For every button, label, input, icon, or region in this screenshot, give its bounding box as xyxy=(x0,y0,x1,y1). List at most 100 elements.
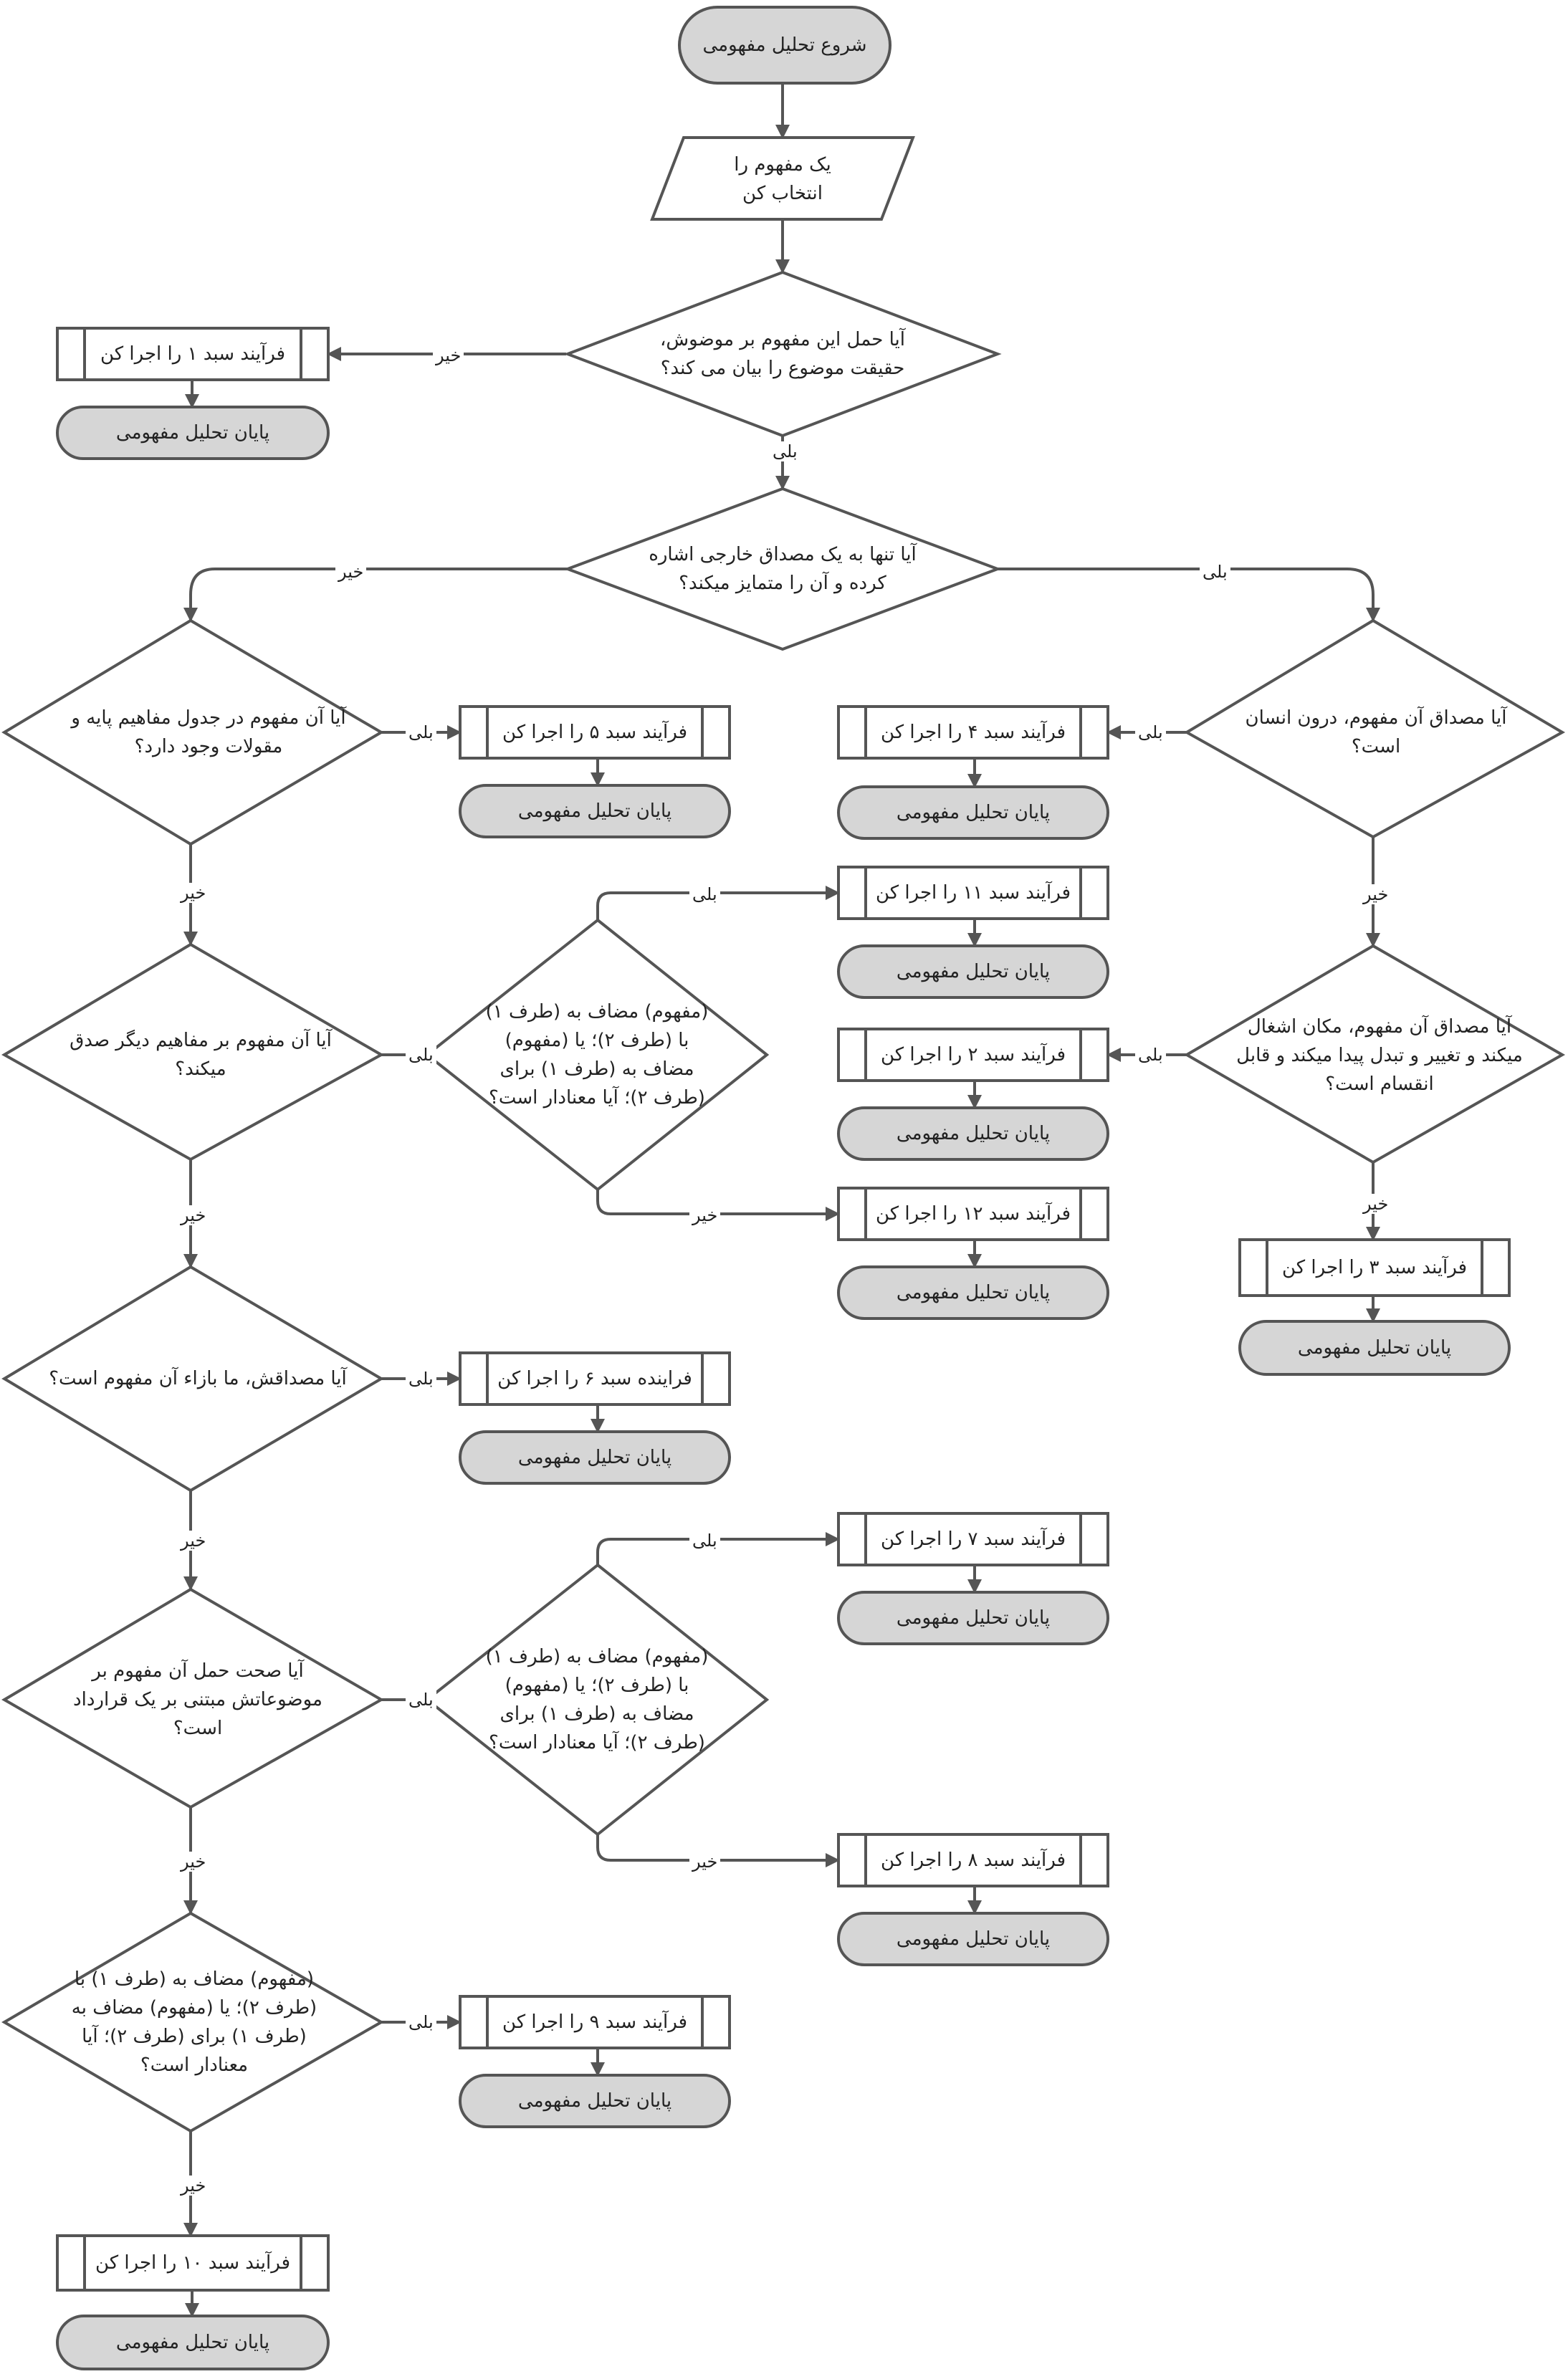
decision-q3: آیا مصداق آن مفهوم، درون انسان است؟ xyxy=(1245,707,1507,757)
p6-process-shape xyxy=(459,1351,731,1406)
start-terminal: شروع تحلیل مفهومی xyxy=(702,34,867,56)
end-terminal-8: پایان تحلیل مفهومی xyxy=(896,1928,1051,1950)
edge-label-no-q10: خیر xyxy=(689,1852,721,1872)
q3-decision-shape xyxy=(1184,618,1566,839)
p7-process-shape xyxy=(837,1512,1109,1566)
q5-decision-shape xyxy=(1,618,384,846)
decision-q10: (مفهوم) مضاف به (طرف ۱) با (طرف ۲)؛ یا (… xyxy=(485,1646,709,1753)
p12-process-shape xyxy=(837,1187,1109,1241)
decision-q2: آیا تنها به یک مصداق خارجی اشاره کرده و … xyxy=(649,544,917,594)
select-concept-input: یک مفهوم را انتخاب کن xyxy=(734,154,831,204)
decision-q1: آیا حمل این مفهوم بر موضوش، حقیقت موضوع … xyxy=(660,329,905,379)
edge-label-yes-q10: بلی xyxy=(689,1531,720,1551)
end-terminal-shape-2 xyxy=(837,1106,1109,1161)
p10-process-shape xyxy=(56,2234,330,2292)
edge-label-yes-q7: بلی xyxy=(689,884,720,904)
edge-label-yes-q9: بلی xyxy=(406,1690,436,1710)
end-terminal-shape-3 xyxy=(1238,1320,1511,1376)
end-terminal-shape-12 xyxy=(837,1265,1109,1320)
end-terminal-shape-1 xyxy=(56,406,330,460)
edge-label-no-q1: خیر xyxy=(433,345,464,365)
process-basket-8: فرآیند سبد ۸ را اجرا کن xyxy=(880,1849,1066,1871)
end-terminal-10: پایان تحلیل مفهومی xyxy=(115,2332,270,2353)
process-basket-7: فرآیند سبد ۷ را اجرا کن xyxy=(880,1528,1066,1550)
end-terminal-4: پایان تحلیل مفهومی xyxy=(896,802,1051,823)
conn-q10-p8-no xyxy=(596,1834,840,1867)
end-terminal-shape-4 xyxy=(837,785,1109,840)
process-basket-6: فراینده سبد ۶ را اجرا کن xyxy=(497,1368,692,1389)
p2-process-shape xyxy=(837,1028,1109,1082)
edge-label-no-q8: خیر xyxy=(178,1531,209,1551)
edge-label-yes-q6: بلی xyxy=(406,1045,436,1065)
end-terminal-shape-11 xyxy=(837,944,1109,999)
input-parallelogram-shape xyxy=(650,136,915,221)
q7-decision-shape xyxy=(424,918,770,1192)
edge-label-yes-q3: بلی xyxy=(1135,722,1166,742)
edge-label-no-q7: خیر xyxy=(689,1205,721,1225)
process-basket-12: فرآیند سبد ۱۲ را اجرا کن xyxy=(875,1203,1071,1225)
edge-label-yes-q2: بلی xyxy=(1200,562,1230,582)
q6-decision-shape xyxy=(1,942,385,1162)
conn-q10-p7-yes xyxy=(596,1532,840,1565)
p5-process-shape xyxy=(459,705,731,760)
process-basket-11: فرآیند سبد ۱۱ را اجرا کن xyxy=(875,882,1071,904)
q2-decision-shape xyxy=(563,487,1002,651)
end-terminal-shape-8 xyxy=(837,1912,1109,1966)
edge-label-no-q4: خیر xyxy=(1360,1194,1392,1214)
p8-process-shape xyxy=(837,1833,1109,1887)
end-terminal-11: پایان تحلیل مفهومی xyxy=(896,961,1051,982)
process-basket-2: فرآیند سبد ۲ را اجرا کن xyxy=(880,1044,1066,1066)
process-basket-1: فرآیند سبد ۱ را اجرا کن xyxy=(100,343,286,365)
end-terminal-9: پایان تحلیل مفهومی xyxy=(517,2090,672,2112)
conn-q7-p11-yes xyxy=(596,886,840,920)
edge-label-yes-q11: بلی xyxy=(406,2012,436,2032)
process-basket-5: فرآیند سبد ۵ را اجرا کن xyxy=(502,722,688,743)
shapes xyxy=(1,6,1566,2370)
decision-q5: آیا آن مفهوم در جدول مفاهیم پایه و مقولا… xyxy=(71,707,346,757)
edge-label-no-q11: خیر xyxy=(178,2176,209,2196)
end-terminal-shape-9 xyxy=(459,2074,731,2128)
end-terminal-2: پایان تحلیل مفهومی xyxy=(896,1123,1051,1144)
edge-label-no-q9: خیر xyxy=(178,1852,209,1872)
edge-label-no-q5: خیر xyxy=(178,883,209,903)
end-terminal-3: پایان تحلیل مفهومی xyxy=(1297,1337,1452,1359)
decision-q11: (مفهوم) مضاف به (طرف ۱) با (طرف ۲)؛ یا (… xyxy=(71,1968,317,2076)
end-terminal-1: پایان تحلیل مفهومی xyxy=(115,422,270,444)
q1-decision-shape xyxy=(563,270,1002,438)
edge-label-yes-q8: بلی xyxy=(406,1369,436,1389)
process-basket-9: فرآیند سبد ۹ را اجرا کن xyxy=(502,2011,688,2033)
q10-decision-shape xyxy=(424,1563,770,1837)
end-terminal-shape-7 xyxy=(837,1591,1109,1645)
q9-decision-shape xyxy=(1,1587,385,1809)
decision-q6: آیا آن مفهوم بر مفاهیم دیگر صدق میکند؟ xyxy=(70,1030,332,1080)
end-terminal-7: پایان تحلیل مفهومی xyxy=(896,1607,1051,1629)
conn-q2-q5-no xyxy=(183,568,568,622)
process-basket-4: فرآیند سبد ۴ را اجرا کن xyxy=(880,722,1066,743)
process-basket-10: فرآیند سبد ۱۰ را اجرا کن xyxy=(95,2252,291,2274)
edge-label-no-q2: خیر xyxy=(335,562,367,582)
decision-q9: آیا صحت حمل آن مفهوم بر موضوعاتش مبتنی ب… xyxy=(73,1660,322,1739)
edge-label-yes-q5: بلی xyxy=(406,722,436,742)
decision-q7: (مفهوم) مضاف به (طرف ۱) با (طرف ۲)؛ یا (… xyxy=(485,1001,709,1109)
end-terminal-12: پایان تحلیل مفهومی xyxy=(896,1282,1051,1303)
end-terminal-shape-10 xyxy=(56,2315,330,2370)
p4-process-shape xyxy=(837,705,1109,760)
p9-process-shape xyxy=(459,1995,731,2049)
end-terminal-shape-6 xyxy=(459,1430,731,1485)
conn-q7-p12-no xyxy=(596,1190,840,1221)
end-terminal-5: پایان تحلیل مفهومی xyxy=(517,800,672,822)
p3-process-shape xyxy=(1238,1238,1511,1297)
q8-decision-shape xyxy=(1,1265,384,1493)
edge-label-yes-q4: بلی xyxy=(1135,1045,1166,1065)
conn-q2-q3-yes xyxy=(998,568,1380,622)
decision-q4: آیا مصداق آن مفهوم، مکان اشغال میکند و ت… xyxy=(1236,1016,1523,1095)
edge-label-yes-q1: بلی xyxy=(770,441,800,461)
p11-process-shape xyxy=(837,866,1109,920)
q11-decision-shape xyxy=(1,1911,385,2133)
end-terminal-shape-5 xyxy=(459,784,731,838)
p1-process-shape xyxy=(56,327,330,381)
edge-label-no-q6: خیر xyxy=(178,1205,209,1225)
decision-q8: آیا مصداقش، ما بازاء آن مفهوم است؟ xyxy=(49,1368,347,1389)
end-terminal-6: پایان تحلیل مفهومی xyxy=(517,1447,672,1468)
